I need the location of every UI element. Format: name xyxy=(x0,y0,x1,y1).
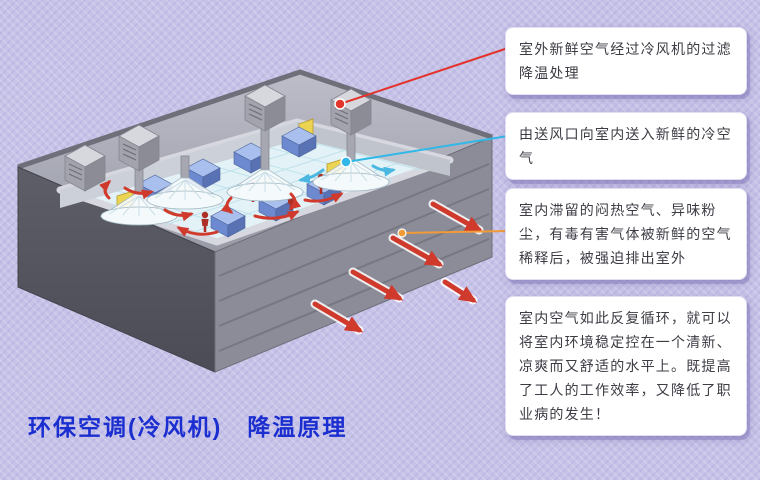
interior-airflow-arrows xyxy=(99,179,344,237)
supply-airflow-arrows xyxy=(298,164,396,184)
callout-outdoor-air: 室外新鲜空气经过冷风机的过滤降温处理 xyxy=(505,27,747,96)
exhaust-airflow-arrows xyxy=(310,199,484,335)
roof-back-parapet xyxy=(17,69,493,170)
callout-text: 室内滞留的闷热空气、异味粉尘，有毒有害气体被新鲜的空气稀释后，被强迫排出室外 xyxy=(519,202,732,267)
callout-circulation-summary: 室内空气如此反复循环，就可以将室内环境稳定控在一个清新、凉爽而又舒适的水平上。既… xyxy=(505,296,747,437)
callout-text: 室外新鲜空气经过冷风机的过滤降温处理 xyxy=(519,41,732,82)
callout-supply-air: 由送风口向室内送入新鲜的冷空气 xyxy=(505,112,747,181)
inner-back-wall xyxy=(60,122,297,208)
callout-text: 由送风口向室内送入新鲜的冷空气 xyxy=(519,126,732,167)
callout-exhaust-air: 室内滞留的闷热空气、异味粉尘，有毒有害气体被新鲜的空气稀释后，被强迫排出室外 xyxy=(505,188,747,281)
cooling-illustration xyxy=(16,69,494,373)
diagram-title: 环保空调(冷风机) 降温原理 xyxy=(28,414,348,440)
callout-text: 室内空气如此反复循环，就可以将室内环境稳定控在一个清新、凉爽而又舒适的水平上。既… xyxy=(519,310,732,423)
building xyxy=(16,69,494,373)
